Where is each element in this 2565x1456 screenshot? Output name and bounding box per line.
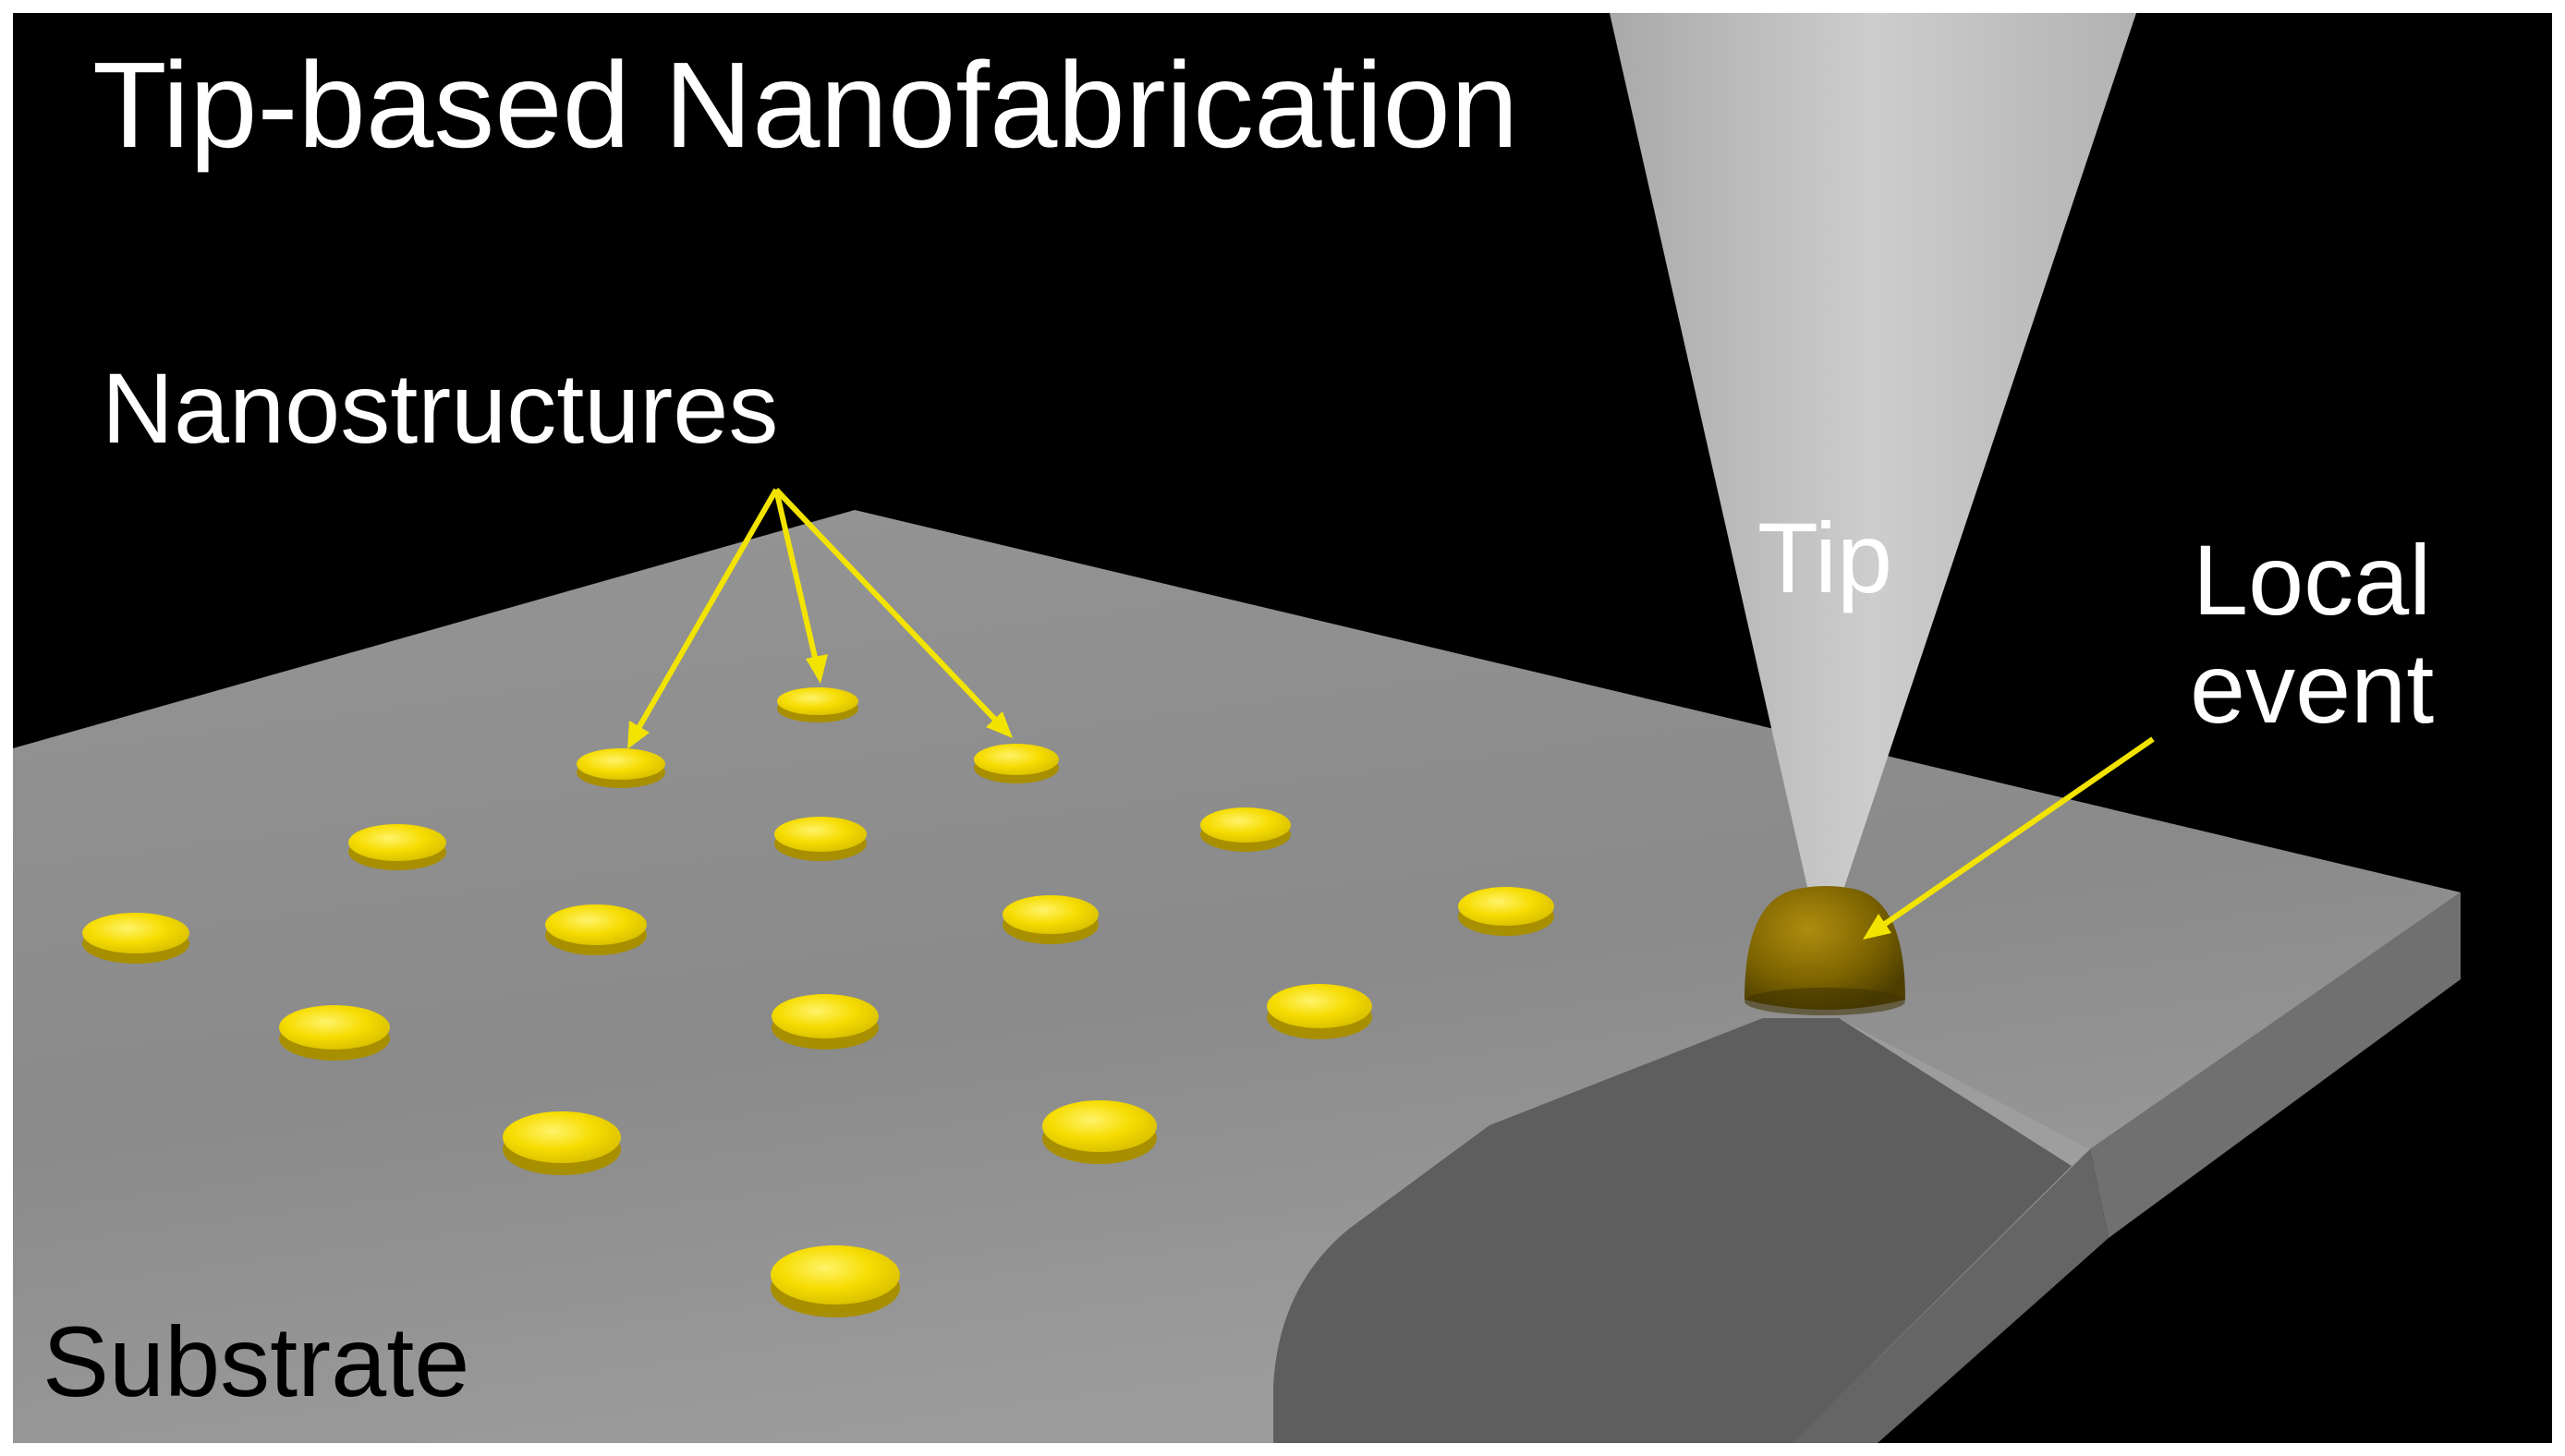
tip-cone xyxy=(1610,13,2136,904)
nanostructure-disc xyxy=(1003,895,1099,944)
nanostructures-label: Nanostructures xyxy=(102,352,779,464)
arrowhead-icon xyxy=(627,721,650,749)
nanostructure-disc xyxy=(772,994,879,1050)
local-event-label-line1: Local xyxy=(2193,524,2432,636)
nanostructure-disc xyxy=(1200,807,1291,852)
nanostructure-disc xyxy=(503,1111,621,1175)
substrate-side-front xyxy=(1793,1149,2109,1443)
nanostructure-disc xyxy=(348,824,446,870)
nanostructure-array xyxy=(82,687,1554,1317)
substrate-label: Substrate xyxy=(43,1305,470,1417)
arrowhead-icon xyxy=(806,654,828,684)
local-event-dome xyxy=(1744,886,1905,1015)
arrowhead-icon xyxy=(1863,914,1891,940)
nanostructure-disc xyxy=(1458,887,1554,936)
local-event-label-line2: event xyxy=(2190,631,2435,744)
nanostructures-arrows xyxy=(627,487,1013,749)
diagram-title: Tip-based Nanofabrication xyxy=(92,37,1519,173)
nanostructure-disc xyxy=(974,744,1059,783)
tip-shadow xyxy=(1839,1018,2090,1166)
local-event-arrow xyxy=(1863,736,2155,940)
nanostructure-disc xyxy=(777,687,858,722)
arrowhead-icon xyxy=(986,711,1013,738)
substrate-trench xyxy=(1273,1018,2072,1443)
nanostructure-disc xyxy=(1267,984,1372,1039)
substrate-side-right xyxy=(2090,892,2461,1238)
nanostructure-disc xyxy=(774,817,867,861)
nanostructure-disc xyxy=(279,1005,390,1061)
nanostructure-disc xyxy=(1042,1100,1157,1164)
nanostructure-disc xyxy=(577,748,665,788)
nanostructure-disc xyxy=(771,1245,900,1317)
local-event-label: Local event xyxy=(2190,524,2435,744)
nanostructure-disc xyxy=(545,904,647,955)
tip-label: Tip xyxy=(1757,502,1893,613)
nanostructure-disc xyxy=(82,913,189,964)
